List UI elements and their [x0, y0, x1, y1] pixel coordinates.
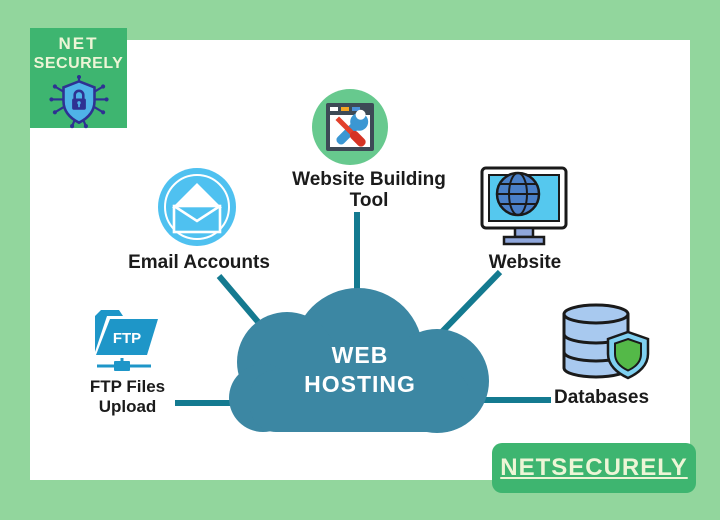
cloud-title-line2: HOSTING [304, 371, 416, 397]
label-website: Website [488, 252, 562, 273]
label-website-building-tool: Website Building Tool [279, 169, 459, 211]
label-website-building-line2: Tool [349, 190, 389, 211]
label-ftp-line2: Upload [98, 397, 157, 416]
label-email-accounts: Email Accounts [128, 252, 270, 273]
cloud-title: WEB HOSTING [290, 341, 430, 399]
netsecurely-logo: NET SECURELY [30, 28, 127, 129]
envelope-icon [158, 168, 236, 246]
ftp-folder-icon: FTP [93, 310, 161, 371]
web-hosting-cloud [229, 288, 489, 433]
label-ftp-files-upload: FTP Files Upload [75, 377, 180, 417]
badge-text: NETSECURELY [500, 454, 688, 481]
database-shield-icon [562, 303, 650, 380]
logo-text-line1: NET [58, 34, 99, 53]
cloud-title-line1: WEB [331, 342, 389, 368]
label-databases: Databases [554, 387, 650, 408]
monitor-globe-icon [480, 166, 568, 246]
connector-line-website [434, 269, 503, 340]
logo-text-line2: SECURELY [33, 55, 124, 72]
label-website-building-line1: Website Building [292, 169, 446, 190]
label-ftp-line1: FTP Files [89, 377, 166, 396]
shield-lock-circuit-icon [48, 74, 109, 129]
browser-tools-icon [312, 89, 388, 165]
netsecurely-badge: NETSECURELY [492, 443, 696, 493]
ftp-folder-text: FTP [113, 330, 141, 347]
